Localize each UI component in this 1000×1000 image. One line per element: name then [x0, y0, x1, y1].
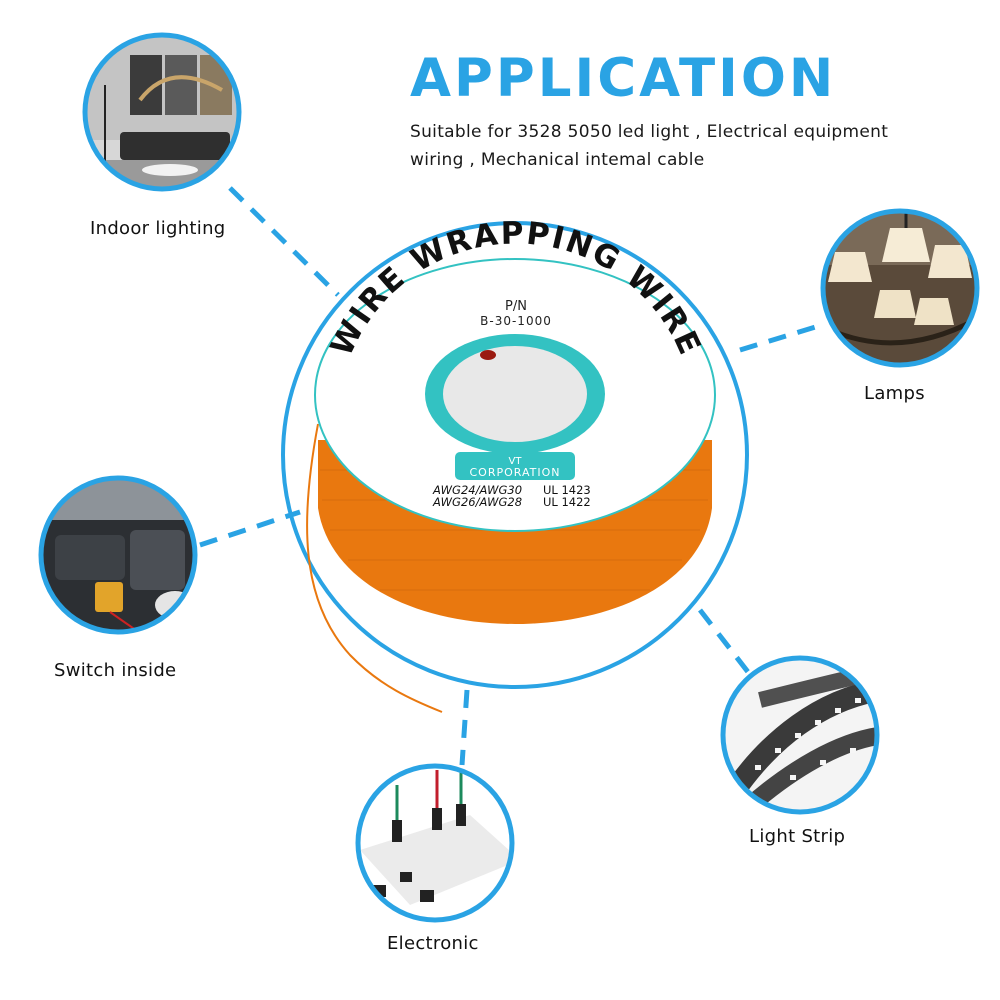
page-heading: APPLICATION	[410, 48, 837, 109]
label-electronic: Electronic	[387, 933, 479, 954]
spool-hub-hole	[443, 346, 587, 442]
electronic-photo	[355, 763, 515, 923]
connector-strip	[698, 608, 750, 674]
spec-awg-2: AWG26/AWG28	[432, 495, 522, 509]
spec-awg-1: AWG24/AWG30	[432, 483, 522, 497]
brand-line1: VT	[509, 456, 523, 467]
spec-ul-1: UL 1423	[543, 483, 591, 497]
connector-switch	[199, 509, 301, 548]
brand-badge	[455, 452, 575, 480]
spool-red-mark	[480, 350, 496, 360]
label-indoor-lighting: Indoor lighting	[90, 218, 226, 239]
wire-spool: WIRE WRAPPING WIRE P/N B-30-1000 VT CORP…	[306, 215, 716, 713]
part-number: B-30-1000	[480, 314, 552, 328]
indoor-lighting-photo	[82, 32, 242, 192]
connector-indoor	[228, 186, 340, 297]
switch-inside-photo	[38, 475, 198, 635]
brand-line2: CORPORATION	[470, 466, 561, 479]
description-line-2: wiring , Mechanical intemal cable	[410, 150, 705, 170]
label-light-strip: Light Strip	[749, 826, 846, 847]
description-line-1: Suitable for 3528 5050 led light , Elect…	[410, 122, 889, 142]
light-strip-photo	[720, 655, 880, 815]
loose-wire-end	[306, 423, 443, 713]
connector-electronic	[459, 689, 470, 766]
product-ring	[281, 221, 749, 689]
spec-ul-2: UL 1422	[543, 495, 591, 509]
lamps-photo	[820, 208, 980, 368]
application-description: Suitable for 3528 5050 led light , Elect…	[410, 118, 970, 174]
label-switch-inside: Switch inside	[54, 660, 177, 681]
connector-lines	[199, 186, 823, 766]
label-lamps: Lamps	[864, 383, 925, 404]
connector-lamps	[739, 322, 823, 353]
part-number-label: P/N	[505, 299, 527, 314]
